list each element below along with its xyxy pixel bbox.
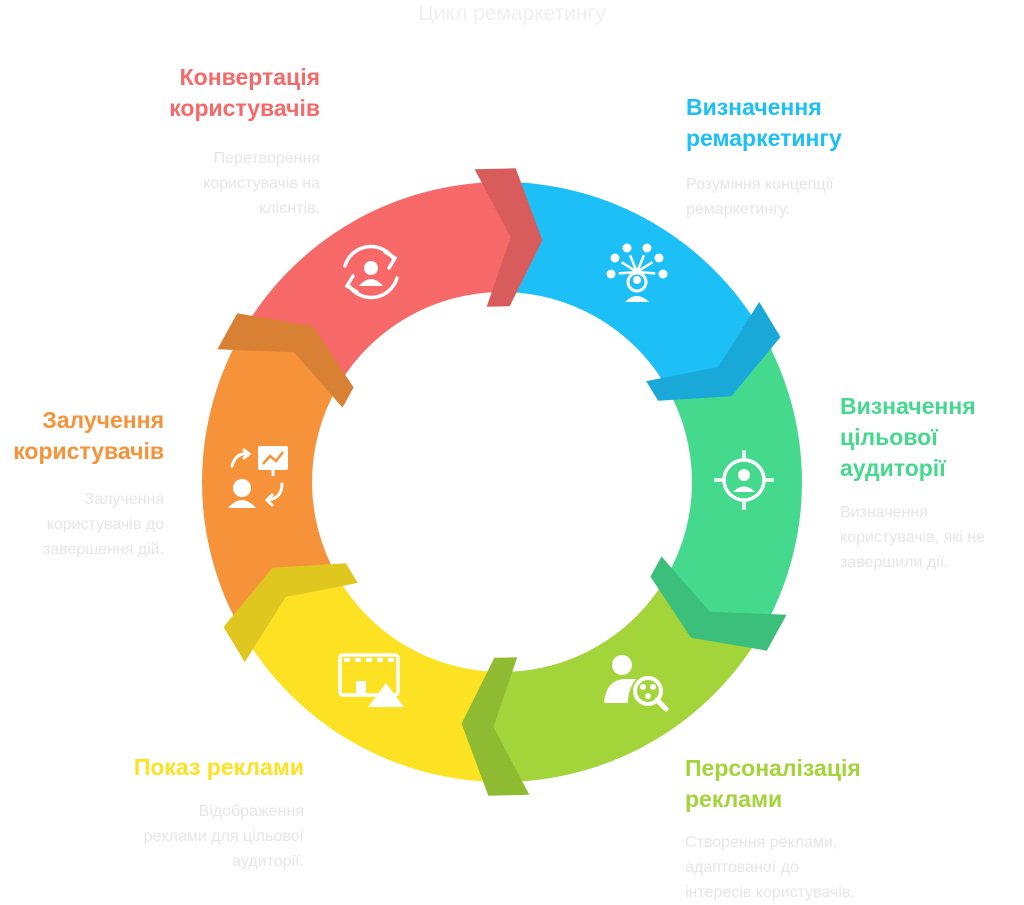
step-audience: Визначення цільової аудиторії Визначення… — [840, 391, 1024, 575]
ring-connector-personalization — [461, 657, 530, 796]
step-personalization: Персоналізація реклами Створення реклами… — [685, 753, 1015, 905]
step-display-desc: Відображення реклами для цільової аудито… — [143, 803, 304, 870]
person-presentation-icon — [228, 446, 288, 508]
step-display-title: Показ реклами — [133, 754, 304, 780]
person-magnifier-icon — [604, 655, 669, 712]
ring-connector-display — [223, 563, 358, 663]
step-conversion: Конвертація користувачів Перетворення ко… — [100, 62, 320, 221]
step-definition: Визначення ремаркетингу Розуміння концеп… — [686, 92, 986, 222]
step-audience-title: Визначення цільової аудиторії — [840, 393, 976, 481]
step-definition-desc: Розуміння концепції ремаркетингу. — [686, 176, 834, 218]
ring-segment-engagement — [202, 332, 338, 632]
ring-connector-conversion — [474, 168, 543, 307]
person-cycle-icon — [343, 244, 399, 300]
step-definition-title: Визначення ремаркетингу — [686, 94, 842, 151]
step-conversion-title: Конвертація користувачів — [169, 64, 320, 121]
step-personalization-desc: Створення реклами, адаптованої до інтере… — [685, 834, 855, 901]
step-audience-desc: Визначення користувачів, які не завершил… — [840, 504, 985, 571]
ring-connector-audience — [650, 556, 787, 651]
ring-segment-display — [242, 577, 502, 782]
step-display: Показ реклами Відображення реклами для ц… — [40, 752, 304, 874]
step-engagement-title: Залучення користувачів — [13, 407, 164, 464]
ring-segment-audience — [666, 332, 802, 632]
ring-connector-definition — [646, 301, 781, 401]
diagram-title: Цикл ремаркетингу — [418, 2, 606, 25]
step-engagement: Залучення користувачів Залучення користу… — [0, 405, 164, 562]
step-engagement-desc: Залучення користувачів до завершення дій… — [42, 491, 164, 558]
network-person-icon — [606, 243, 668, 302]
ring-segment-definition — [502, 182, 762, 387]
target-person-icon — [714, 450, 774, 510]
step-conversion-desc: Перетворення користувачів на клієнтів. — [203, 150, 320, 217]
step-personalization-title: Персоналізація реклами — [685, 755, 861, 812]
ring-connector-engagement — [217, 313, 354, 408]
video-megaphone-icon — [338, 653, 404, 707]
